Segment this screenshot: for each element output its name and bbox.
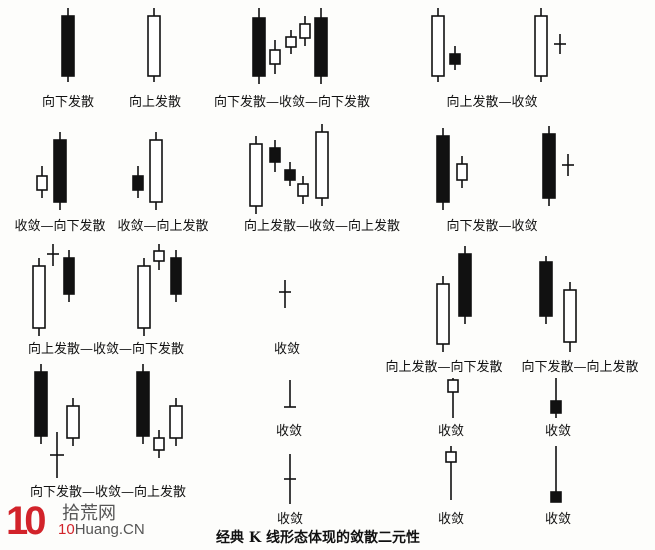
white-candle [563, 289, 577, 343]
white-candle [534, 15, 548, 77]
pattern-labels: 向下发散 向上发散 向下发散—收敛—向下发散 向上发散—收敛 收敛—向下发散 收… [14, 94, 638, 546]
white-candle [249, 143, 263, 207]
label-pattern: 收敛 [274, 341, 300, 357]
white-candle [147, 15, 161, 77]
black-candle [63, 257, 75, 295]
label-pattern: 向上发散—收敛 [446, 94, 537, 110]
label-pattern: 向下发散—收敛 [446, 218, 537, 234]
black-candle [61, 15, 75, 77]
label-pattern: 向下发散—向上发散 [521, 359, 638, 375]
black-candle [132, 175, 144, 191]
label-pattern: 收敛 [545, 423, 571, 439]
white-candle [315, 131, 329, 199]
black-candle [539, 261, 553, 317]
label-pattern: 向上发散—向下发散 [385, 359, 502, 375]
white-candle [149, 139, 163, 203]
white-candle [436, 283, 450, 345]
white-candle [169, 405, 183, 439]
label-pattern: 收敛 [276, 423, 302, 439]
label-pattern: 收敛—向下发散 [14, 218, 105, 234]
black-candle [284, 169, 296, 181]
white-candle [299, 23, 311, 39]
white-candle [66, 405, 80, 439]
label-pattern: 向上发散 [129, 94, 181, 110]
label-pattern: 向下发散—收敛—向下发散 [214, 94, 370, 110]
white-candle [32, 265, 46, 329]
white-candle [36, 175, 48, 191]
white-candle [153, 250, 165, 262]
black-candle [314, 17, 328, 77]
white-candle [285, 36, 297, 48]
candlestick-group [32, 8, 577, 504]
black-candle [170, 257, 182, 295]
black-candle [436, 135, 450, 203]
black-candle [542, 133, 556, 199]
white-candle [269, 49, 281, 65]
label-pattern: 向上发散—收敛—向上发散 [244, 218, 400, 234]
site-logo: 10 拾荒网 10Huang.CN [2, 497, 152, 547]
black-candle [252, 17, 266, 77]
black-candle [136, 371, 150, 437]
logo-domain: 10Huang.CN [58, 521, 145, 538]
black-candle [449, 53, 461, 65]
black-candle [458, 253, 472, 317]
logo-domain-rest: Huang.CN [74, 521, 145, 538]
white-candle [153, 437, 165, 451]
black-candle [550, 491, 562, 503]
label-pattern: 收敛—向上发散 [117, 218, 208, 234]
white-candle [445, 451, 457, 463]
black-candle [269, 147, 281, 163]
white-candle [137, 265, 151, 329]
label-pattern: 收敛 [438, 423, 464, 439]
black-candle [550, 400, 562, 414]
black-candle [53, 139, 67, 203]
black-candle [34, 371, 48, 437]
logo-domain-accent: 10 [58, 521, 75, 538]
white-candle [456, 163, 468, 181]
diagram-caption: 经典 K 线形态体现的敛散二元性 [216, 529, 420, 546]
white-candle [297, 183, 309, 197]
logo-mark: 10 [6, 499, 46, 543]
white-candle [447, 379, 459, 393]
label-pattern: 向上发散—收敛—向下发散 [28, 341, 184, 357]
label-pattern: 向下发散—收敛—向上发散 [30, 484, 186, 500]
label-pattern: 收敛 [545, 511, 571, 527]
label-pattern: 收敛 [277, 511, 303, 527]
white-candle [431, 15, 445, 77]
logo-name: 拾荒网 [62, 503, 116, 524]
label-pattern: 向下发散 [42, 94, 94, 110]
label-pattern: 收敛 [438, 511, 464, 527]
